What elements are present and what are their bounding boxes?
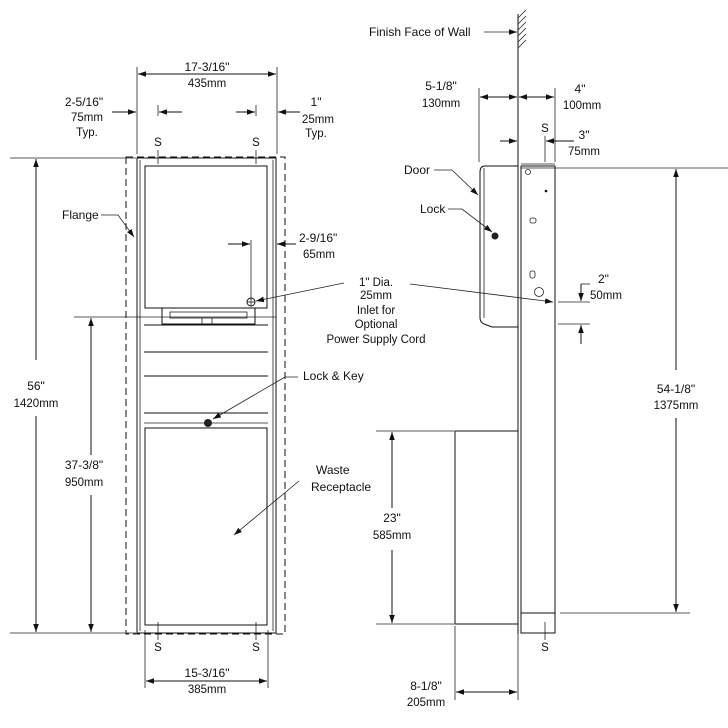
inlet-label-4: Optional (355, 319, 398, 331)
side-recess-offset: 3" (579, 128, 590, 142)
front-overall-width: 17-3/16" (185, 60, 230, 74)
front-side-right-mm: 25mm (302, 114, 334, 126)
side-s-top: S (541, 123, 549, 135)
side-view: Finish Face of Wall Door Lock 5-1/8" 130… (369, 9, 728, 709)
side-door-label: Door (404, 163, 430, 177)
front-flange-outline (125, 156, 286, 635)
side-depth-mm: 100mm (563, 100, 601, 112)
side-height-mm: 1375mm (654, 400, 699, 412)
front-side-right: 1" (311, 95, 322, 109)
side-receptacle (454, 430, 519, 625)
waste-label-1: Waste (316, 463, 350, 477)
front-flange-label: Flange (62, 208, 99, 222)
side-receptacle-depth-mm: 205mm (407, 697, 445, 709)
front-lock-icon (204, 419, 212, 427)
inlet-label-1: 1" Dia. (359, 277, 393, 289)
front-bottom-width-mm: 385mm (188, 684, 226, 696)
front-s-top-right: S (252, 137, 260, 149)
front-side-left-mm: 75mm (71, 112, 103, 124)
side-depth: 4" (575, 82, 586, 96)
front-height-lower: 37-3/8" (65, 458, 103, 472)
front-lock-key-label: Lock & Key (303, 369, 364, 383)
side-recessed-cabinet (520, 165, 556, 614)
front-s-top-left: S (154, 137, 162, 149)
side-recess-offset-mm: 75mm (568, 146, 600, 158)
side-projection-mm: 130mm (422, 98, 460, 110)
inlet-label-5: Power Supply Cord (326, 334, 425, 346)
wall-hatch-icon (517, 9, 527, 49)
front-view: 17-3/16" 435mm 2-5/16" 75mm Typ. 1" 25mm… (10, 60, 426, 696)
front-side-right-note: Typ. (305, 128, 327, 140)
front-s-bottom-right: S (252, 642, 260, 654)
front-towel-slot (161, 307, 256, 325)
inlet-label-2: 25mm (360, 290, 392, 302)
inlet-label-3: Inlet for (357, 305, 396, 317)
side-lock-label: Lock (420, 202, 446, 216)
side-receptacle-height: 23" (383, 511, 401, 525)
side-height: 54-1/8" (657, 382, 695, 396)
side-inlet-drop: 2" (598, 272, 609, 286)
side-receptacle-depth: 8-1/8" (410, 679, 442, 693)
front-dispenser-door (144, 165, 268, 309)
side-inlet-drop-mm: 50mm (590, 290, 622, 302)
front-bottom-width: 15-3/16" (185, 666, 230, 680)
side-projection: 5-1/8" (425, 79, 457, 93)
side-detail-icon (525, 169, 531, 175)
waste-label-2: Receptacle (311, 480, 371, 494)
front-inlet-offset: 2-9/16" (299, 231, 337, 245)
wall-label: Finish Face of Wall (369, 25, 471, 39)
side-dispenser-door (479, 165, 518, 328)
front-s-bottom-left: S (154, 642, 162, 654)
side-lock-icon (491, 232, 499, 240)
front-height-lower-mm: 950mm (65, 477, 103, 489)
front-receptacle-door (144, 427, 268, 626)
front-height-total-mm: 1420mm (14, 398, 59, 410)
front-overall-width-mm: 435mm (188, 78, 226, 90)
front-side-left-note: Typ. (76, 127, 98, 139)
side-inlet-icon (534, 287, 544, 297)
front-inlet-offset-mm: 65mm (303, 249, 335, 261)
side-s-bottom: S (541, 642, 549, 654)
front-height-total: 56" (27, 379, 45, 393)
side-receptacle-height-mm: 585mm (373, 530, 411, 542)
front-cabinet (136, 157, 277, 634)
front-side-left: 2-5/16" (65, 95, 103, 109)
